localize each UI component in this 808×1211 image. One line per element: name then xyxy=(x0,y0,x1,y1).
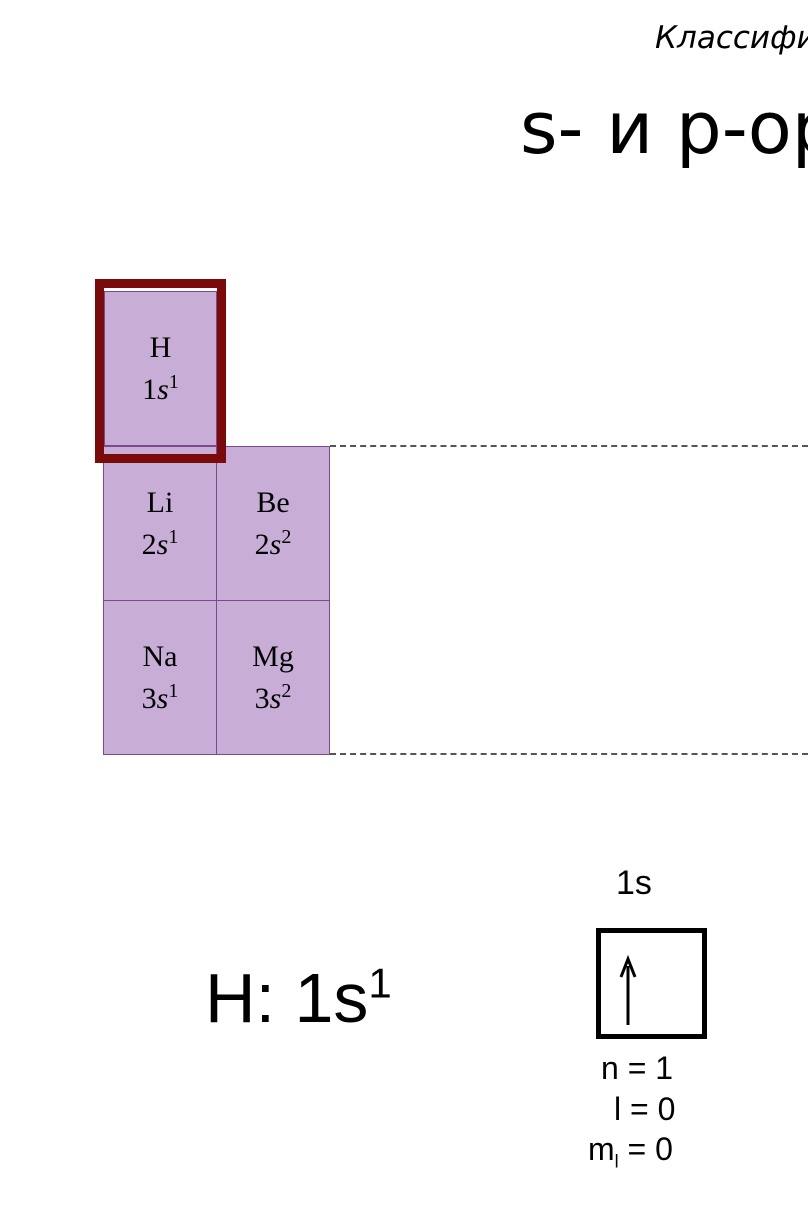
element-symbol: Be xyxy=(256,485,290,519)
element-symbol: Na xyxy=(142,639,178,673)
element-cell-mg: Mg 3s2 xyxy=(216,600,330,755)
element-symbol: Mg xyxy=(252,639,294,673)
element-symbol: Li xyxy=(146,485,174,519)
electron-config: 1s1 xyxy=(142,370,179,406)
element-cell-be: Be 2s2 xyxy=(216,446,330,601)
slide-title: s- и p-ор xyxy=(520,86,808,170)
orbital-box xyxy=(596,928,707,1039)
electron-config-formula: H: 1s1 xyxy=(205,959,392,1037)
element-symbol: H xyxy=(149,330,172,364)
element-cell-li: Li 2s1 xyxy=(103,446,217,601)
hydrogen-highlight-frame xyxy=(95,279,226,463)
quantum-number-l: l = 0 xyxy=(614,1091,676,1127)
element-cell-h: H 1s1 xyxy=(104,291,217,446)
slide-header: Классифи xyxy=(655,20,808,56)
quantum-number-ml: ml = 0 xyxy=(588,1131,673,1172)
period-divider-top xyxy=(330,445,808,447)
spin-up-arrow-icon xyxy=(619,954,637,1025)
electron-config: 2s2 xyxy=(254,525,292,561)
orbital-label: 1s xyxy=(616,864,652,902)
electron-config: 2s1 xyxy=(141,525,179,561)
period-divider-bottom xyxy=(330,753,808,755)
quantum-number-n: n = 1 xyxy=(601,1050,674,1086)
electron-config: 3s1 xyxy=(141,679,179,715)
element-cell-na: Na 3s1 xyxy=(103,600,217,755)
electron-config: 3s2 xyxy=(254,679,292,715)
